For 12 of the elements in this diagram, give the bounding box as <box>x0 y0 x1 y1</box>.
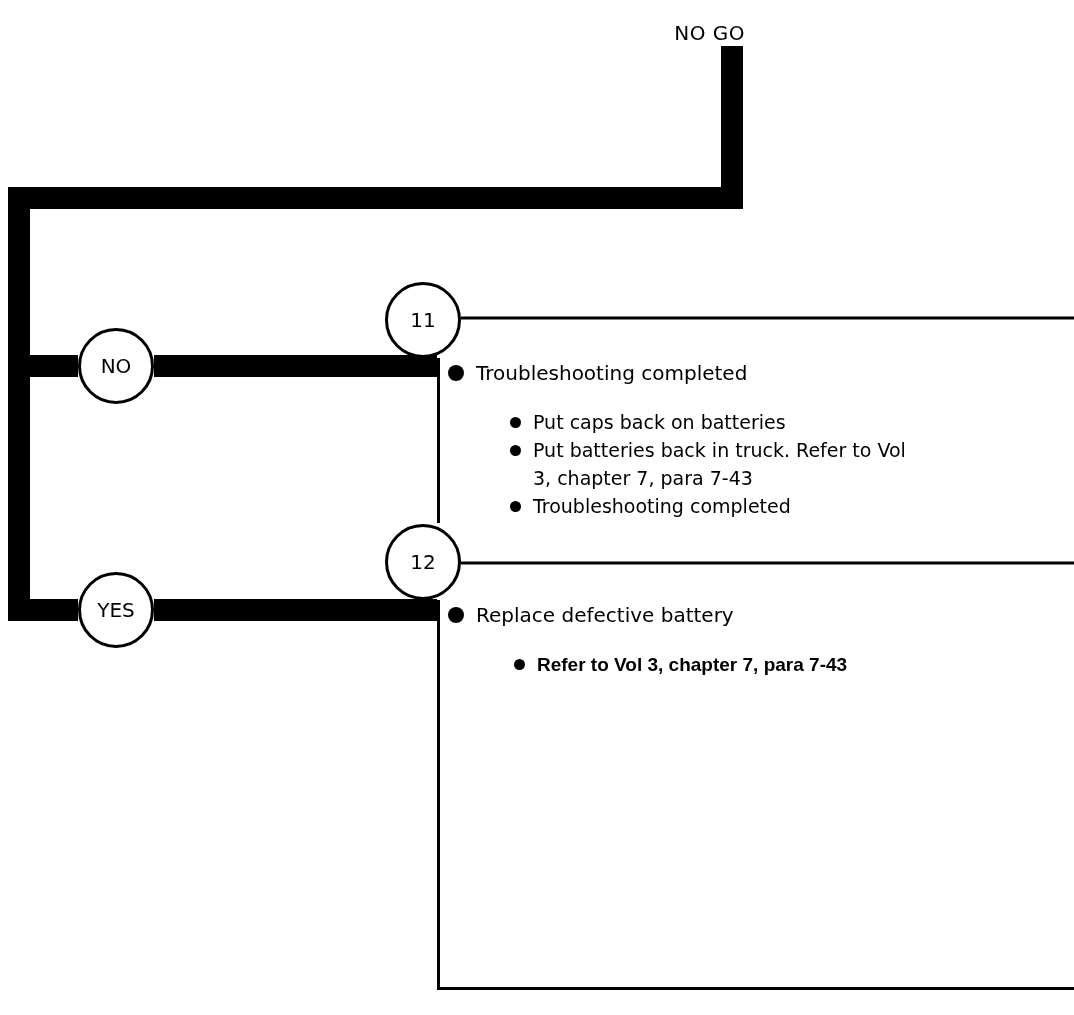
step-heading: Troubleshooting completed <box>476 360 748 387</box>
instruction-text: Put caps back on batteries <box>533 410 786 435</box>
status-label: NO GO <box>674 20 745 46</box>
instruction-text: Troubleshooting completed <box>533 494 791 519</box>
step-heading: Replace defective battery <box>476 602 734 629</box>
connector-line <box>154 355 437 377</box>
instruction-text: Refer to Vol 3, chapter 7, para 7-43 <box>537 653 848 677</box>
instruction-text: Put batteries back in truck. Refer to Vol 3, chapter 7, para 7-43 <box>533 438 907 491</box>
connector-line <box>8 46 743 366</box>
connector-line <box>8 366 78 621</box>
instruction-panel <box>437 600 1074 990</box>
connector-line <box>154 599 437 621</box>
